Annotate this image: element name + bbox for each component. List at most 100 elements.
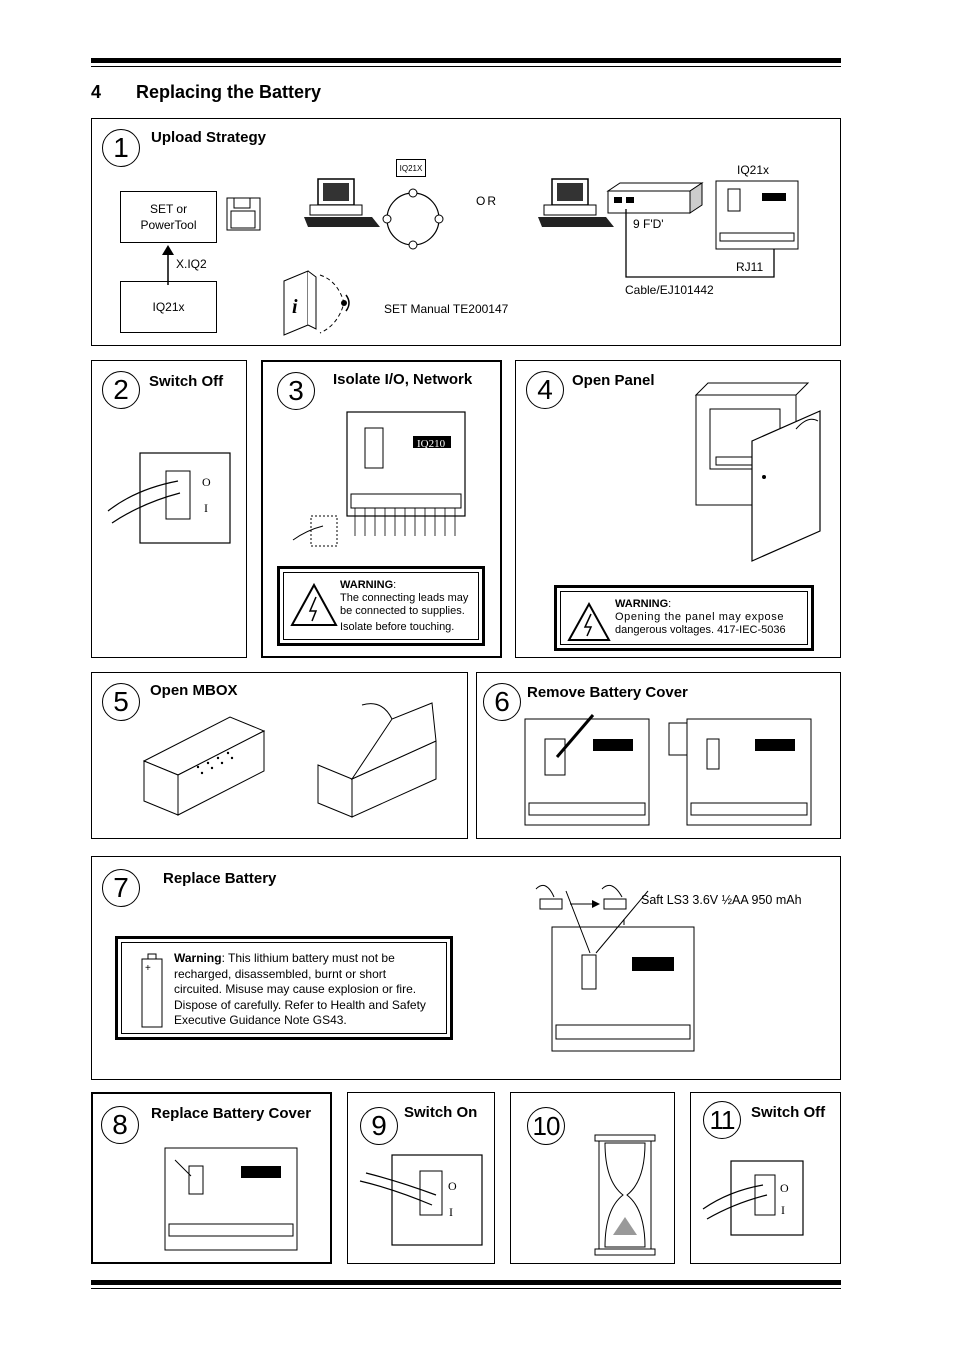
step4-title: Open Panel	[572, 372, 655, 389]
top-rule-thin	[91, 66, 841, 67]
step3-title: Isolate I/O, Network	[333, 371, 473, 388]
step7-warning-line1: : This lithium battery must not be	[221, 951, 395, 965]
battery-icon: +	[141, 953, 163, 1028]
manual-info-icon: i	[283, 270, 350, 336]
or-label: OR	[476, 194, 498, 208]
step3-warning-line2: be connected to supplies.	[340, 605, 465, 617]
port-label: 9 F'D'	[633, 217, 664, 231]
step5-panel: 5 Open MBOX	[91, 672, 468, 839]
step4-number: 4	[526, 371, 564, 409]
step2-panel: 2 Switch Off O I	[91, 360, 247, 658]
mbox-closed-icon	[142, 716, 266, 816]
step7-warning-line4: Dispose of carefully. Refer to Health an…	[174, 997, 426, 1012]
hand-switch-icon	[292, 515, 338, 547]
step4-warning-box: WARNING: Opening the panel may expose da…	[554, 585, 814, 651]
step4-panel: 4 Open Panel WARNING: Opening the panel …	[515, 360, 841, 658]
floppy-disk-icon	[226, 197, 261, 231]
network-ring-diagram	[382, 188, 444, 250]
step7-warning-title: Warning	[174, 951, 222, 965]
step6-title: Remove Battery Cover	[527, 684, 688, 701]
switch-on-o-label: O	[448, 1179, 457, 1193]
step7-warning-line2: recharged, disassembled, burnt or short	[174, 966, 387, 981]
manual-label: SET Manual TE200147	[384, 302, 509, 316]
step9-title: Switch On	[404, 1104, 478, 1121]
upload-arrow-icon	[162, 245, 174, 285]
electric-hazard-icon-2	[567, 601, 611, 641]
switch-on-i-label: I	[449, 1205, 453, 1219]
step3-warning-title: WARNING	[340, 579, 394, 591]
switch-i-label: I	[204, 501, 208, 515]
step3-warning-box: WARNING: The connecting leads may be con…	[277, 566, 485, 646]
step8-number: 8	[101, 1106, 139, 1144]
cable-line	[625, 209, 775, 278]
step7-warning-line3: circuited. Misuse may cause explosion or…	[174, 982, 417, 996]
step4-warning-text: WARNING: Opening the panel may expose da…	[615, 598, 786, 636]
step7-number: 7	[102, 869, 140, 907]
step2-number: 2	[102, 371, 140, 409]
rj11-label: RJ11	[736, 260, 764, 274]
controller-battery-icon	[551, 890, 695, 1052]
step1-panel: 1 Upload Strategy SET or PowerTool X.IQ2…	[91, 118, 841, 346]
step11-title: Switch Off	[751, 1104, 826, 1121]
step8-title: Replace Battery Cover	[151, 1105, 312, 1122]
controller-cover-replaced-icon	[164, 1147, 298, 1251]
step7-warning-box: + Warning: This lithium battery must not…	[115, 936, 453, 1040]
top-rule-thick	[91, 58, 841, 63]
iq21x-device-icon	[715, 180, 799, 250]
step5-number: 5	[102, 683, 140, 721]
step7-warning-text: Warning: This lithium battery must not b…	[174, 951, 426, 1029]
step7-warning-line5: Executive Guidance Note GS43.	[174, 1013, 347, 1027]
step5-title: Open MBOX	[150, 682, 238, 699]
step9-number: 9	[360, 1107, 398, 1145]
step4-warning-title: WARNING	[615, 598, 669, 610]
file-label: X.IQ2	[176, 257, 207, 271]
step10-number: 10	[527, 1107, 565, 1145]
step1-number: 1	[102, 129, 140, 167]
section-heading: 4 Replacing the Battery	[91, 82, 321, 103]
network-node-label: IQ21X	[396, 159, 426, 177]
section-title: Replacing the Battery	[136, 82, 322, 102]
step10-panel: 10	[510, 1092, 675, 1264]
step8-panel: 8 Replace Battery Cover	[91, 1092, 332, 1264]
svg-text:+: +	[145, 963, 151, 974]
battery-spec-label: Saft LS3 3.6V ½AA 950 mAh	[641, 893, 802, 907]
computer-icon-2	[538, 178, 614, 227]
wall-switch-off-icon	[107, 452, 231, 544]
bottom-rule-thin	[91, 1288, 841, 1289]
step9-panel: 9 Switch On O I	[347, 1092, 495, 1264]
bottom-rule-thick	[91, 1280, 841, 1285]
switch-off2-i-label: I	[781, 1203, 785, 1217]
step3-warning-line3: Isolate before touching.	[340, 621, 455, 633]
step4-warning-line2: dangerous voltages. 417-IEC-5036	[615, 624, 786, 636]
iq210-controller-icon	[346, 411, 466, 536]
iq21x-box: IQ21x	[120, 281, 217, 333]
step1-title: Upload Strategy	[151, 129, 267, 146]
cable-label: Cable/EJ101442	[625, 283, 714, 297]
step3-panel: 3 Isolate I/O, Network IQ210 WARNING: T	[261, 360, 502, 658]
step11-number: 11	[703, 1101, 741, 1139]
controller-screwdriver-icon	[524, 714, 650, 826]
step2-title: Switch Off	[149, 373, 224, 390]
set-powertool-box: SET or PowerTool	[120, 191, 217, 243]
open-cabinet-icon	[694, 382, 821, 562]
modem-icon	[606, 182, 704, 214]
computer-icon	[304, 178, 380, 227]
iq21x-device-label: IQ21x	[737, 163, 770, 177]
wall-switch-off-icon-2	[702, 1160, 804, 1236]
step3-number: 3	[277, 372, 315, 410]
step7-title: Replace Battery	[163, 870, 277, 887]
switch-off2-o-label: O	[780, 1181, 789, 1195]
controller-cover-removed-icon	[668, 718, 812, 826]
device-logo: IQ210	[417, 438, 446, 450]
mbox-open-icon	[317, 702, 437, 818]
section-number: 4	[91, 82, 102, 102]
wall-switch-on-icon	[359, 1154, 483, 1246]
step7-panel: 7 Replace Battery + Warning: This lithiu…	[91, 856, 841, 1080]
step3-warning-line1: The connecting leads may	[340, 592, 469, 604]
svg-text:i: i	[292, 296, 298, 318]
step6-panel: 6 Remove Battery Cover	[476, 672, 841, 839]
step4-warning-line1: Opening the panel may expose	[615, 611, 785, 623]
step11-panel: 11 Switch Off O I	[690, 1092, 841, 1264]
step6-number: 6	[483, 683, 521, 721]
battery-swap-icon	[535, 884, 627, 910]
